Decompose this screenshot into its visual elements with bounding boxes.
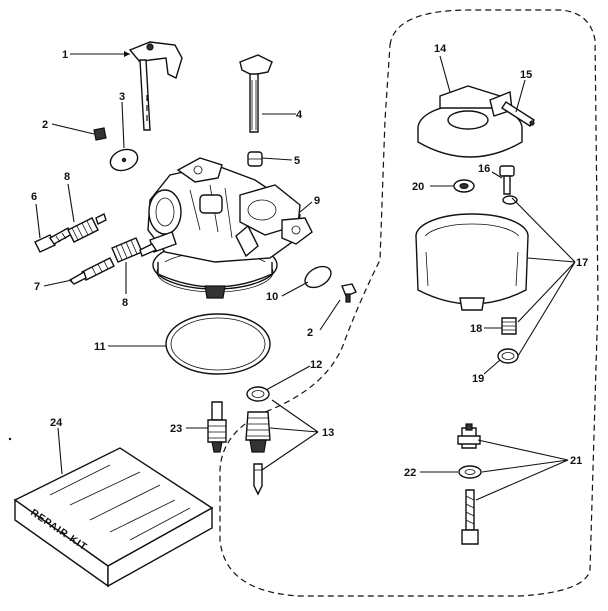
part-1-throttle-shaft xyxy=(128,41,183,131)
label-part-21: 21 xyxy=(570,455,582,467)
part-8-spring-upper xyxy=(67,213,107,243)
part-22-gasket xyxy=(458,465,482,479)
label-part-17: 17 xyxy=(576,257,588,269)
float-bowl-group-outline xyxy=(219,9,599,597)
label-part-23: 23 xyxy=(170,423,182,435)
part-23-main-jet xyxy=(207,401,227,453)
part-9-carburetor-body xyxy=(139,157,313,299)
part-10-choke-plate xyxy=(304,265,332,289)
label-part-2-right: 2 xyxy=(307,327,313,339)
label-part-13: 13 xyxy=(322,427,334,439)
part-2-screw-right xyxy=(341,283,357,303)
label-part-7: 7 xyxy=(34,281,40,293)
label-part-8-lower: 8 xyxy=(122,297,128,309)
part-number-labels: 1 2 3 4 5 6 8 7 8 9 10 2 11 12 13 23 24 … xyxy=(31,43,588,479)
part-13-inlet-needle xyxy=(253,463,263,496)
part-8-spring-lower xyxy=(111,237,143,263)
part-15-float-pin xyxy=(501,101,535,127)
part-17-float-bowl xyxy=(415,213,529,311)
label-part-8-upper: 8 xyxy=(64,171,70,183)
part-4-choke-shaft xyxy=(239,54,273,133)
label-part-3: 3 xyxy=(119,91,125,103)
label-part-20: 20 xyxy=(412,181,424,193)
part-5-seal xyxy=(247,151,263,167)
part-12-o-ring xyxy=(246,386,270,402)
label-part-18: 18 xyxy=(470,323,482,335)
label-part-14: 14 xyxy=(434,43,447,55)
part-3-throttle-plate xyxy=(109,148,139,172)
part-16-bowl-nut xyxy=(499,165,518,205)
part-14-float xyxy=(417,85,523,158)
label-part-16: 16 xyxy=(478,163,490,175)
label-part-10: 10 xyxy=(266,291,278,303)
part-11-bowl-gasket xyxy=(165,313,271,375)
part-6-screw xyxy=(34,227,74,253)
part-21-drain-fitting xyxy=(457,423,481,449)
label-part-19: 19 xyxy=(472,373,484,385)
label-part-24: 24 xyxy=(50,417,63,429)
part-19-ring xyxy=(497,348,519,364)
part-7-needle-screw xyxy=(68,257,115,285)
label-part-6: 6 xyxy=(31,191,37,203)
label-part-1: 1 xyxy=(62,49,68,61)
label-part-22: 22 xyxy=(404,467,416,479)
part-21-bowl-screw xyxy=(461,489,479,545)
leader-lines xyxy=(8,51,576,501)
part-20-washer xyxy=(453,179,475,193)
part-13-inlet-seat xyxy=(245,411,271,453)
label-part-15: 15 xyxy=(520,69,532,81)
label-part-5: 5 xyxy=(294,155,300,167)
label-part-4: 4 xyxy=(296,109,303,121)
part-24-repair-kit-box: REPAIR KIT xyxy=(13,447,214,588)
label-part-11: 11 xyxy=(94,341,106,353)
label-part-9: 9 xyxy=(314,195,320,207)
part-18-spring xyxy=(501,317,517,335)
label-part-12: 12 xyxy=(310,359,322,371)
part-2-screw-left xyxy=(93,127,107,141)
label-part-2-left: 2 xyxy=(42,119,48,131)
